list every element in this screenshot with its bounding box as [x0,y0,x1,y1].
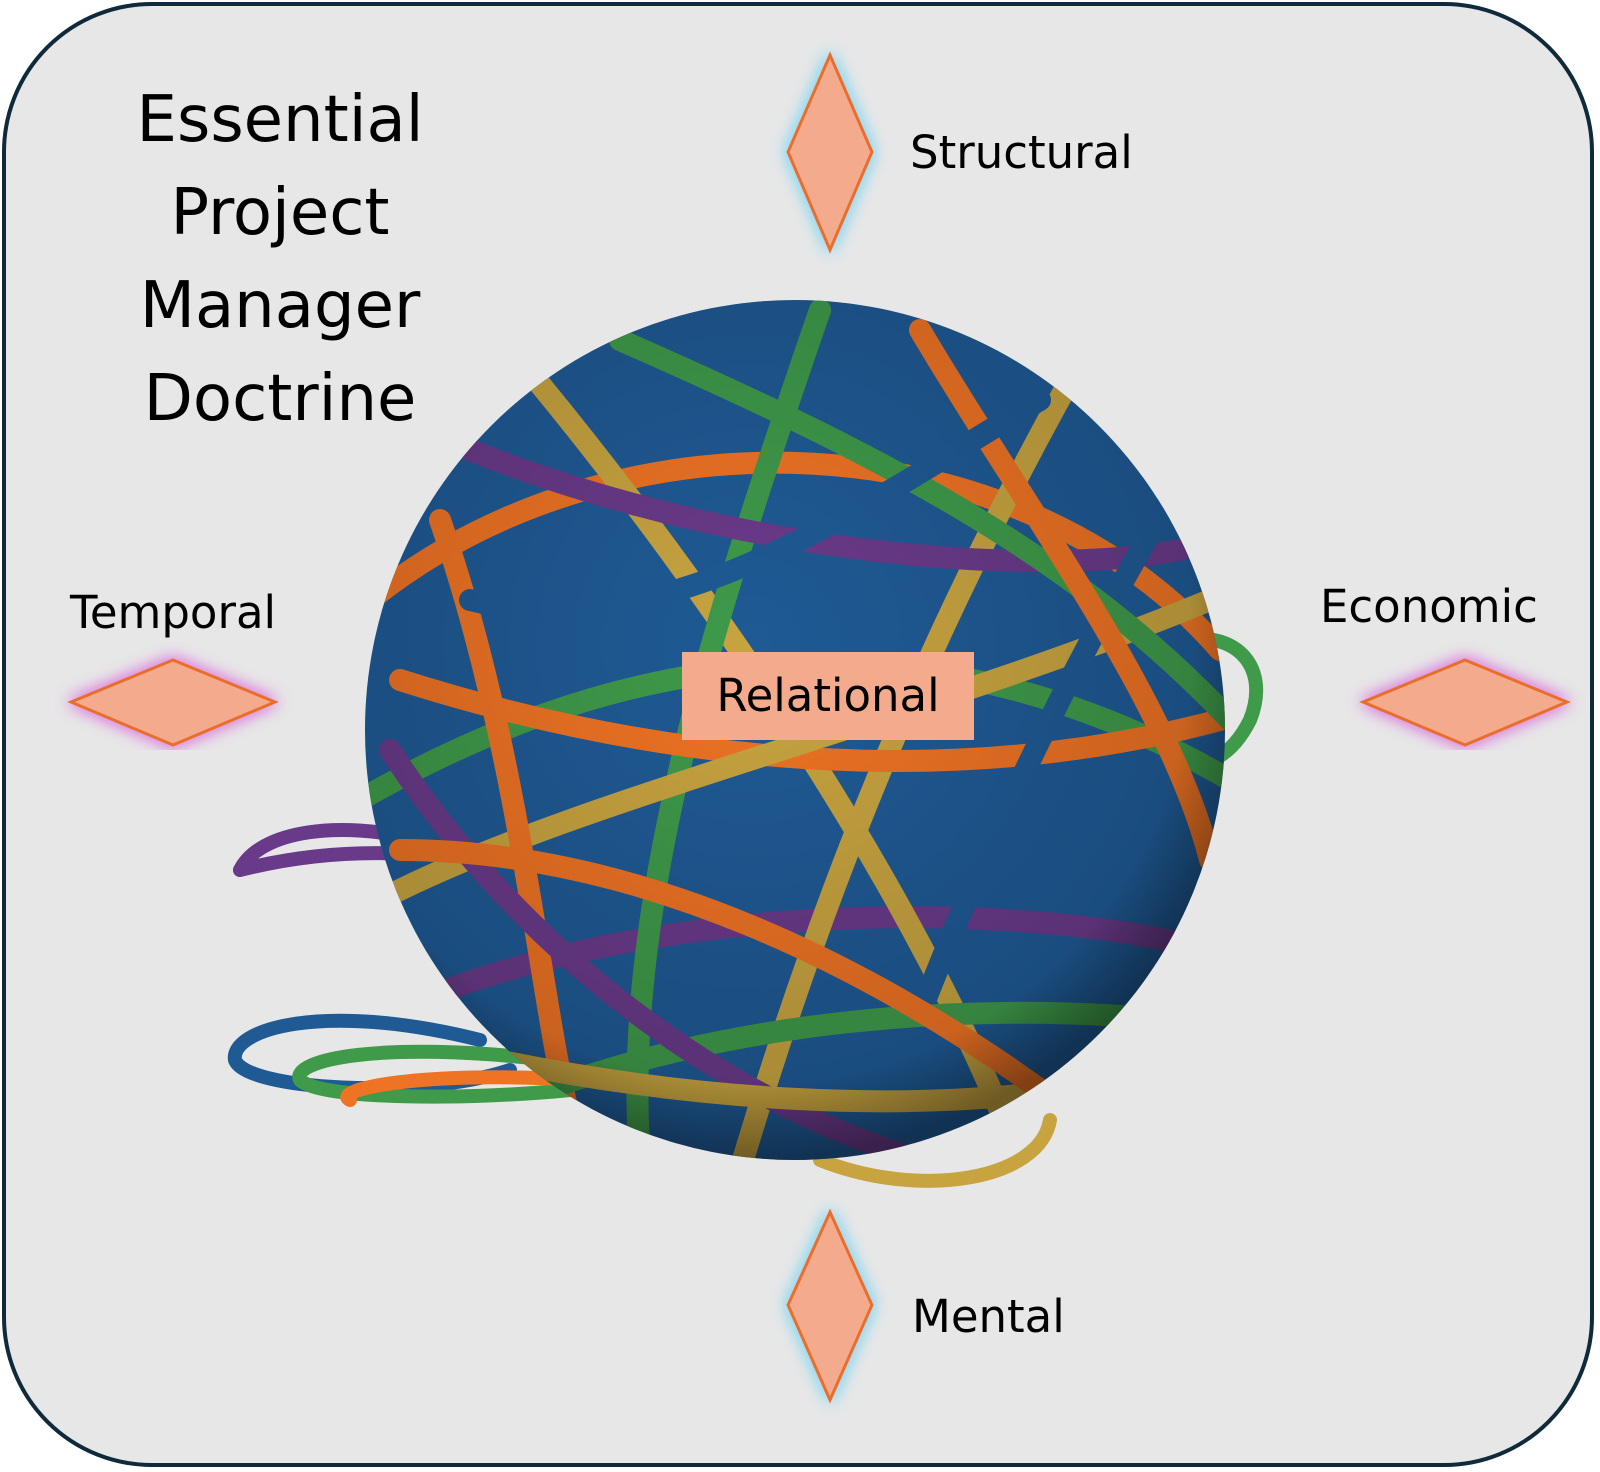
loose-band-gold [813,1113,1057,1188]
title-line: Manager [139,269,421,343]
title-line: Essential [136,83,424,157]
economic-diamond-icon [1359,658,1571,747]
title-line: Doctrine [143,362,417,436]
temporal-label: Temporal [70,586,277,639]
structural-diamond-icon [786,51,874,254]
diagram-title: Essential Project Manager Doctrine [80,74,480,446]
temporal-diamond-icon [67,658,279,747]
structural-label: Structural [910,126,1133,179]
loose-band-green [292,1044,577,1104]
relational-label: Relational [682,652,974,740]
loose-band-orange [340,1070,587,1107]
mental-label: Mental [912,1290,1065,1343]
title-line: Project [170,176,390,250]
economic-label: Economic [1320,580,1538,633]
mental-diamond-icon [786,1208,874,1404]
rubber-band-ball-image [227,300,1264,1188]
